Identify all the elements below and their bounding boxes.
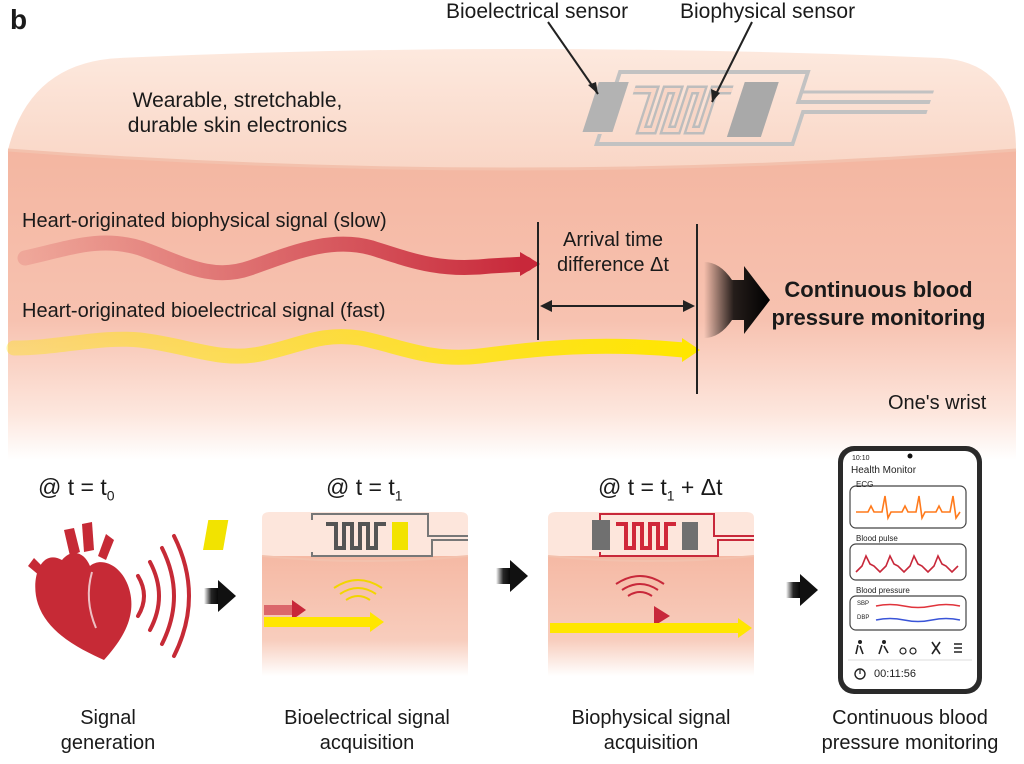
biophysical-signal-label: Heart-originated biophysical signal (slo… <box>22 210 387 232</box>
panel-label: b <box>10 4 28 35</box>
biophysical-sensor-label: Biophysical sensor <box>680 0 856 23</box>
stage-arrow-2 <box>496 560 528 592</box>
heart-emission-waves <box>136 534 191 658</box>
biophysical-arrowhead <box>520 252 540 276</box>
phone-app-title: Health Monitor <box>851 465 917 476</box>
time-t1: @ t = t1 <box>326 474 403 504</box>
biophysical-callout-arrow <box>711 21 753 103</box>
bioelectrical-signal-label: Heart-originated bioelectrical signal (f… <box>22 300 386 322</box>
skin-surface <box>8 49 1016 169</box>
smartphone <box>838 446 982 694</box>
sensor-patch <box>582 70 934 146</box>
wrist-label: One's wrist <box>888 392 987 414</box>
arrival-time-label: Arrival time difference Δt <box>557 229 669 276</box>
phone-timer: 00:11:56 <box>874 668 917 680</box>
phone-ecg-label: ECG <box>856 480 874 489</box>
dbp-trace <box>875 617 961 623</box>
pulse-trace <box>855 554 959 574</box>
stage-arrow-1 <box>204 580 236 612</box>
skin-edge <box>7 148 1017 171</box>
pulse-card <box>849 543 967 581</box>
bioelectrical-callout-arrow <box>547 21 599 95</box>
outcome-label: Continuous blood pressure monitoring <box>771 277 986 330</box>
skin-block-biophysical <box>547 512 755 676</box>
time-t0: @ t = t0 <box>38 474 115 504</box>
timer-icon <box>854 668 866 680</box>
skin-description: Wearable, stretchable, durable skin elec… <box>127 89 348 138</box>
phone-bp-label: Blood pressure <box>856 586 910 595</box>
phone-sbp-label: SBP <box>857 601 870 607</box>
bioelectrical-sensor-label: Bioelectrical sensor <box>446 0 629 23</box>
activity-icons <box>855 640 962 655</box>
bioelectrical-arrowhead <box>682 338 700 362</box>
phone-status-time: 10:10 <box>852 455 870 462</box>
heart-icon <box>28 522 132 660</box>
biophysical-wave <box>17 235 534 281</box>
bioelectrical-wave <box>6 329 692 365</box>
skin-block-bioelectrical <box>203 512 469 676</box>
sbp-trace <box>875 603 961 609</box>
time-t1-plus-delta: @ t = t1 + Δt <box>598 474 723 504</box>
ecg-trace <box>856 495 961 521</box>
outcome-arrow <box>704 262 770 338</box>
stage-label-continuous-monitoring: Continuous blood pressure monitoring <box>821 707 999 754</box>
stage-label-signal-generation: Signal generation <box>60 707 156 754</box>
stage-label-biophysical-acquisition: Biophysical signal acquisition <box>571 707 731 754</box>
phone-dbp-label: DBP <box>857 615 870 621</box>
ecg-card <box>849 485 967 529</box>
skin-body <box>8 150 1016 460</box>
stage-arrow-3 <box>786 574 818 606</box>
stage-label-bioelectrical-acquisition: Bioelectrical signal acquisition <box>284 707 450 754</box>
phone-pulse-label: Blood pulse <box>856 534 898 543</box>
